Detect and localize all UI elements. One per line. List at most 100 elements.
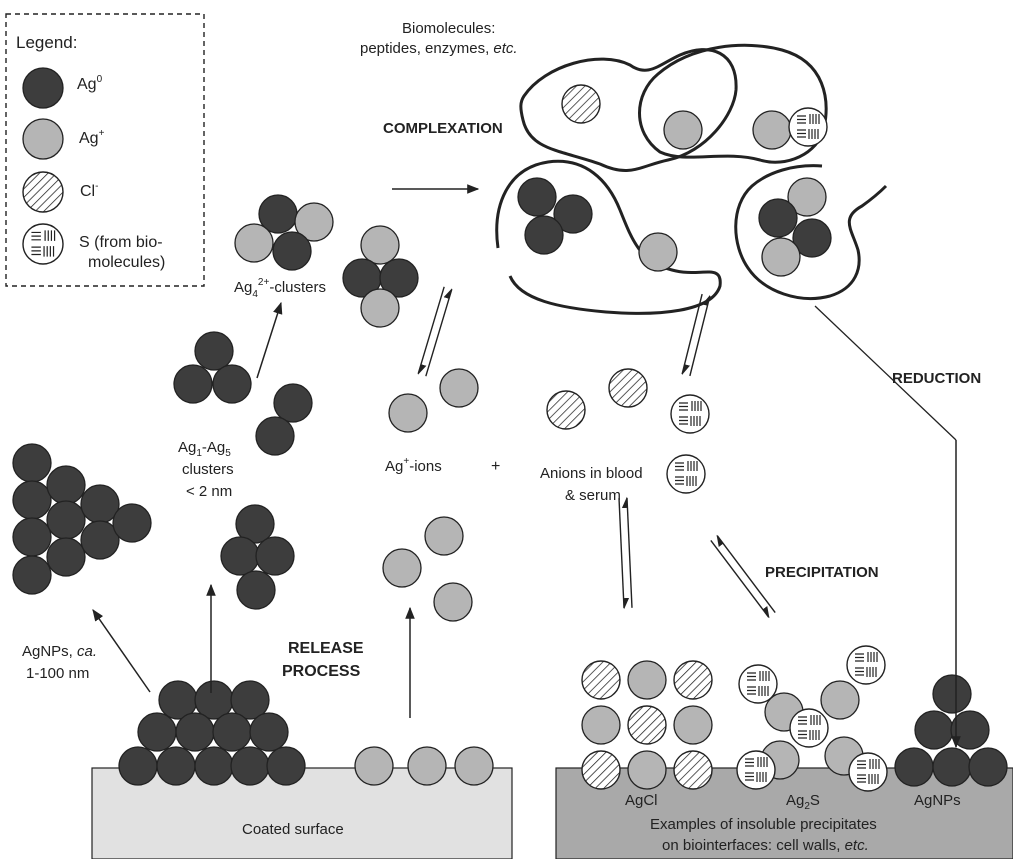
ag0-particle: [212, 712, 252, 752]
agplus-particle: [454, 746, 494, 786]
agplus-particle: [638, 232, 678, 272]
agplus-particle: [752, 110, 792, 150]
s-particle: [670, 394, 710, 434]
ag0-particle: [758, 198, 798, 238]
cl-particle: [546, 390, 586, 430]
agplus-particle: [627, 660, 667, 700]
legend-symbols: [22, 67, 64, 265]
ag4-clusters-label: Ag42+-clusters: [234, 277, 326, 300]
cl-particle: [673, 750, 713, 790]
ag0-particle: [118, 746, 158, 786]
equilibrium-arrow-back: [681, 293, 703, 376]
ag0-particle: [914, 710, 954, 750]
agnps-label-line2: 1-100 nm: [26, 665, 89, 682]
agplus-particle: [627, 750, 667, 790]
labels: Biomolecules: peptides, enzymes, etc. CO…: [22, 20, 981, 854]
agplus-particle: [354, 746, 394, 786]
ag0-particle: [932, 674, 972, 714]
agnps-bottom-label: AgNPs: [914, 792, 961, 809]
cl-particle: [673, 660, 713, 700]
ag0-particle: [175, 712, 215, 752]
s-particle: [736, 750, 776, 790]
ag0-particle: [273, 383, 313, 423]
ag0-particle: [266, 746, 306, 786]
release-label-line1: RELEASE: [288, 640, 364, 657]
legend-ag0-label: Ag0: [77, 74, 103, 93]
biointerface-surface-block: [555, 767, 1013, 859]
clusters-label-line1: Ag1-Ag5: [178, 439, 231, 459]
cl-particle: [608, 368, 648, 408]
ag0-particle: [137, 712, 177, 752]
examples-label-line1: Examples of insoluble precipitates: [650, 816, 877, 833]
ag0-particle: [112, 503, 152, 543]
ag0-particle: [212, 364, 252, 404]
ag0-particle: [236, 570, 276, 610]
ag0-particle: [220, 536, 260, 576]
anions-label-line1: Anions in blood: [540, 465, 643, 482]
equilibrium-arrow-forward: [716, 534, 776, 614]
ag0-particle: [932, 747, 972, 787]
ag0-particle: [46, 537, 86, 577]
ag0-particle: [235, 504, 275, 544]
ag0-particle: [894, 747, 934, 787]
s-particle: [738, 664, 778, 704]
equilibrium-arrow-back: [710, 539, 770, 619]
agplus-particle: [787, 177, 827, 217]
s-particle: [22, 223, 64, 265]
biomolecule-loop-left: [495, 159, 722, 315]
legend-box: [5, 13, 205, 287]
cl-particle: [627, 705, 667, 745]
ag0-particle: [553, 194, 593, 234]
ag0-particle: [46, 465, 86, 505]
legend: Legend: Ag0 Ag+ Cl- S (from bio- molecul…: [5, 13, 205, 287]
cl-particle: [561, 84, 601, 124]
biomolecule-loop-right: [638, 43, 828, 164]
ag0-particle: [22, 67, 64, 109]
ag0-particle: [230, 680, 270, 720]
agplus-particle: [22, 118, 64, 160]
s-particle: [666, 454, 706, 494]
agplus-particle: [407, 746, 447, 786]
agplus-particle: [234, 223, 274, 263]
release-label-line2: PROCESS: [282, 663, 361, 680]
agplus-particle: [761, 237, 801, 277]
anions-label-line2: & serum: [565, 487, 621, 504]
ag-ions-label: Ag+-ions: [385, 456, 442, 475]
arrows: [92, 184, 961, 749]
agplus-particle: [388, 393, 428, 433]
s-particle: [848, 752, 888, 792]
agplus-particle: [360, 288, 400, 328]
agplus-particle: [581, 705, 621, 745]
ag0-particle: [968, 747, 1008, 787]
arrow-reduction: [814, 305, 957, 441]
s-particle: [846, 645, 886, 685]
coated-surface-label: Coated surface: [242, 821, 344, 838]
agplus-particle: [382, 548, 422, 588]
equilibrium-arrows: [417, 286, 776, 619]
complexation-label: COMPLEXATION: [383, 120, 503, 137]
ag0-particle: [12, 555, 52, 595]
ag0-particle: [46, 500, 86, 540]
legend-title: Legend:: [16, 33, 77, 52]
ag0-particle: [379, 258, 419, 298]
ag0-particle: [272, 231, 312, 271]
examples-label-line2: on biointerfaces: cell walls, etc.: [662, 837, 869, 854]
biomolecule-loop-top: [519, 48, 738, 173]
agplus-particle: [673, 705, 713, 745]
arrow-to-agnps: [92, 609, 151, 693]
cl-particle: [581, 660, 621, 700]
s-particle: [788, 107, 828, 147]
ag0-particle: [12, 480, 52, 520]
precipitation-label: PRECIPITATION: [765, 564, 879, 581]
equilibrium-arrow-forward: [689, 294, 711, 377]
legend-s-label-line2: molecules): [88, 254, 165, 271]
ag0-particle: [194, 746, 234, 786]
ag0-particle: [230, 746, 270, 786]
ag0-particle: [194, 331, 234, 371]
s-particle: [789, 708, 829, 748]
ag0-particle: [524, 215, 564, 255]
agplus-particle: [820, 680, 860, 720]
clusters-label-line2: clusters: [182, 461, 234, 478]
agplus-particle: [294, 202, 334, 242]
